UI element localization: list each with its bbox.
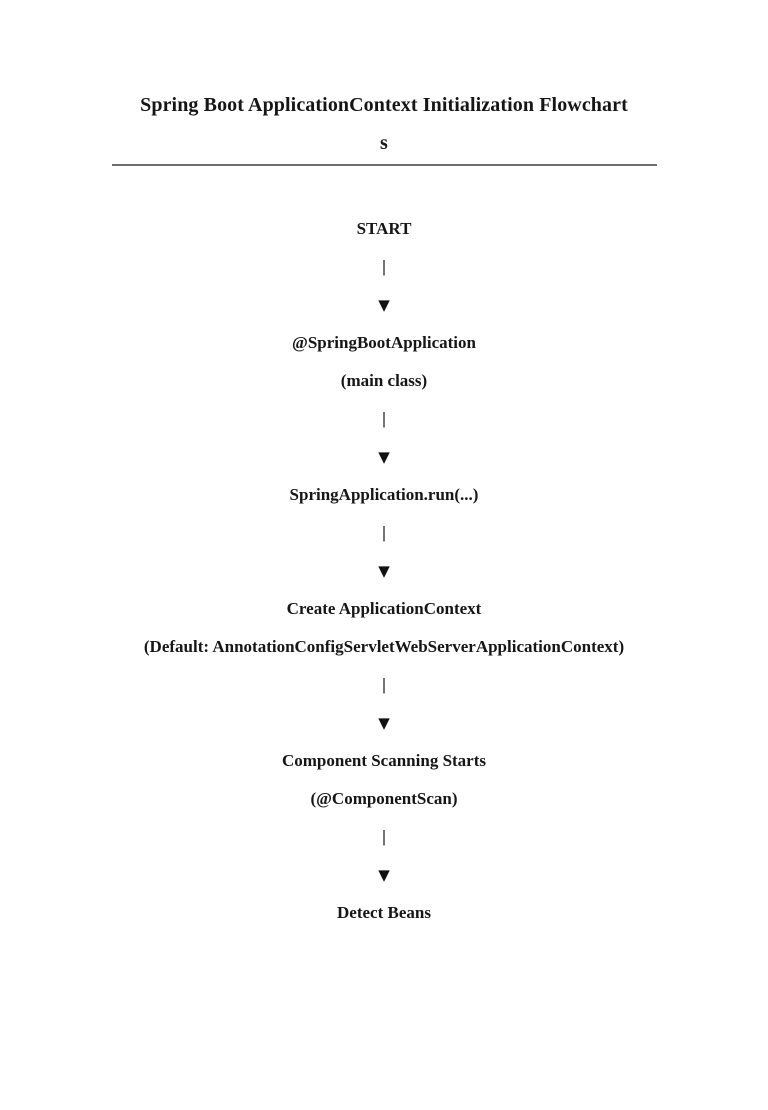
arrow-down-icon: ▼ — [378, 562, 390, 580]
arrow-down-icon: ▼ — [378, 714, 390, 732]
document-title: Spring Boot ApplicationContext Initializ… — [0, 86, 768, 162]
flow-connector-pipe: | — [382, 675, 386, 694]
title-line-1: Spring Boot ApplicationContext Initializ… — [140, 94, 628, 116]
flow-step-springapplication-run: SpringApplication.run(...) — [289, 485, 479, 504]
title-underline — [111, 164, 657, 166]
flow-step-componentscan-note: (@ComponentScan) — [310, 789, 458, 808]
flow-connector-pipe: | — [382, 523, 386, 542]
flow-step-component-scanning-starts: Component Scanning Starts — [281, 751, 487, 770]
flow-connector-pipe: | — [382, 409, 386, 428]
arrow-down-icon: ▼ — [378, 296, 390, 314]
title-line-2: s — [380, 132, 388, 154]
document-page: Spring Boot ApplicationContext Initializ… — [0, 86, 768, 1110]
flow-connector-pipe: | — [382, 257, 386, 276]
flow-step-detect-beans: Detect Beans — [337, 903, 431, 922]
flow-step-start: START — [356, 219, 412, 238]
flow-step-springbootapplication: @SpringBootApplication — [292, 333, 476, 352]
flowchart: START | ▼ @SpringBootApplication (main c… — [0, 210, 768, 932]
arrow-down-icon: ▼ — [378, 448, 390, 466]
flow-step-create-applicationcontext: Create ApplicationContext — [286, 599, 482, 618]
flow-connector-pipe: | — [382, 827, 386, 846]
flow-step-default-context-note: (Default: AnnotationConfigServletWebServ… — [143, 637, 625, 656]
arrow-down-icon: ▼ — [378, 866, 390, 884]
flow-step-main-class-note: (main class) — [340, 371, 428, 390]
